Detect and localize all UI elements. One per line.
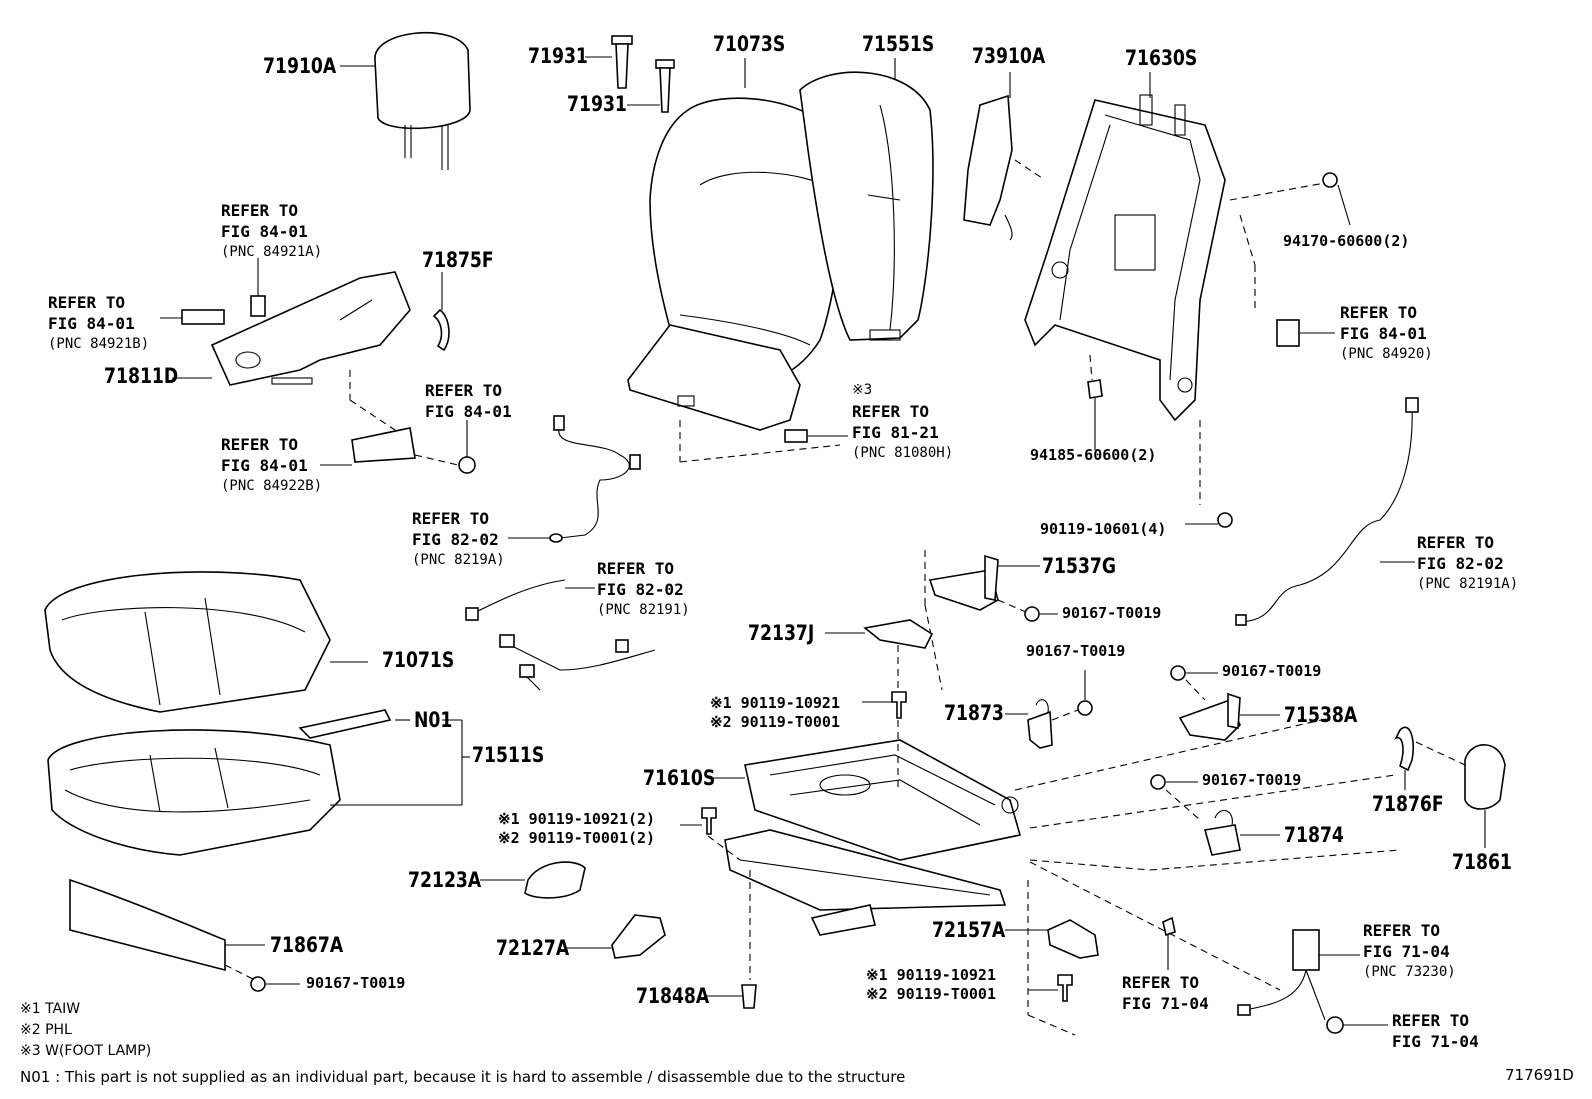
code-90167-T0019-e[interactable]: 90167-T0019 [306,974,406,992]
side-airbag-73910A [963,94,1013,241]
code-90119-10921-a[interactable]: ※1 90119-10921 [710,694,840,712]
label-71811D[interactable]: 71811D [104,364,179,388]
cover-72127A [611,914,666,959]
label-71910A[interactable]: 71910A [263,54,337,78]
cover-72157A [1047,919,1099,959]
bracket-71537G [928,569,999,611]
code-90119-T0001-c[interactable]: ※2 90119-T0001 [866,985,996,1003]
label-71876F[interactable]: 71876F [1372,792,1444,816]
side-cover-71811D [210,271,411,386]
label-N01[interactable]: N01 [414,708,453,732]
front-trim-71867A [69,878,226,972]
diagram-id: 717691D [1505,1066,1574,1084]
label-71630S[interactable]: 71630S [1125,46,1198,70]
label-72127A[interactable]: 72127A [496,936,570,960]
cover-72137J [863,619,934,649]
label-71873[interactable]: 71873 [944,701,1004,725]
note-n01: N01 : This part is not supplied as an in… [20,1068,906,1086]
label-72157A[interactable]: 72157A [932,918,1006,942]
label-71875F[interactable]: 71875F [422,248,494,272]
label-71867A[interactable]: 71867A [270,933,344,957]
label-71610S[interactable]: 71610S [643,766,716,790]
code-90119-10601[interactable]: 90119-10601(4) [1040,520,1167,538]
code-90167-T0019-b[interactable]: 90167-T0019 [1026,642,1126,660]
code-94170-60600[interactable]: 94170-60600(2) [1283,232,1410,250]
wire-harness-82191 [465,579,656,691]
code-94185-60600[interactable]: 94185-60600(2) [1030,446,1157,464]
label-71537G[interactable]: 71537G [1042,554,1117,578]
label-71931-top[interactable]: 71931 [528,44,588,68]
foot-lamp-connector [784,429,808,443]
part-N01 [298,709,392,739]
knob-cover-71876F [1394,726,1415,772]
label-71071S[interactable]: 71071S [382,648,455,672]
cover-72123A [524,861,586,899]
seat-belt-buckle [1237,929,1326,1021]
knob-71861 [1464,744,1506,810]
bracket-71873 [1027,710,1053,749]
label-71073S[interactable]: 71073S [713,32,786,56]
wire-harness-8219A [549,415,641,543]
wire-harness-82191A [1235,397,1419,626]
code-90167-T0019-a[interactable]: 90167-T0019 [1062,604,1162,622]
code-90119-10921-b[interactable]: ※1 90119-10921(2) [498,810,656,828]
cushion-pad-71511S [47,729,341,856]
label-71861[interactable]: 71861 [1452,850,1512,874]
headrest-guide-71931 [611,35,675,113]
pin-71848A [741,984,757,1009]
bracket-71538A [1178,698,1241,741]
note-foot-lamp: ※3 W(FOOT LAMP) [20,1043,152,1059]
note-taiw: ※1 TAIW [20,1001,81,1017]
code-90119-T0001-b[interactable]: ※2 90119-T0001(2) [498,829,656,847]
bracket-71874 [1203,824,1241,856]
label-71874[interactable]: 71874 [1284,823,1344,847]
code-90119-10921-c[interactable]: ※1 90119-10921 [866,966,996,984]
label-71848A[interactable]: 71848A [636,984,710,1008]
label-73910A[interactable]: 73910A [972,44,1046,68]
code-90167-T0019-c[interactable]: 90167-T0019 [1222,662,1322,680]
cushion-cover-71071S [44,571,331,713]
code-90119-T0001-a[interactable]: ※2 90119-T0001 [710,713,840,731]
seat-track-71610S [724,739,1022,936]
label-71931-bottom[interactable]: 71931 [567,92,627,116]
note-phl: ※2 PHL [20,1022,72,1038]
code-90167-T0019-d[interactable]: 90167-T0019 [1202,771,1302,789]
label-71511S[interactable]: 71511S [472,743,545,767]
label-71551S[interactable]: 71551S [862,32,935,56]
label-72137J[interactable]: 72137J [748,621,815,645]
seatback-pad-71551S [799,71,934,341]
label-72123A[interactable]: 72123A [408,868,482,892]
seatback-frame-71630S [1024,94,1226,422]
headrest-71910A [374,32,471,170]
label-71538A[interactable]: 71538A [1284,703,1358,727]
